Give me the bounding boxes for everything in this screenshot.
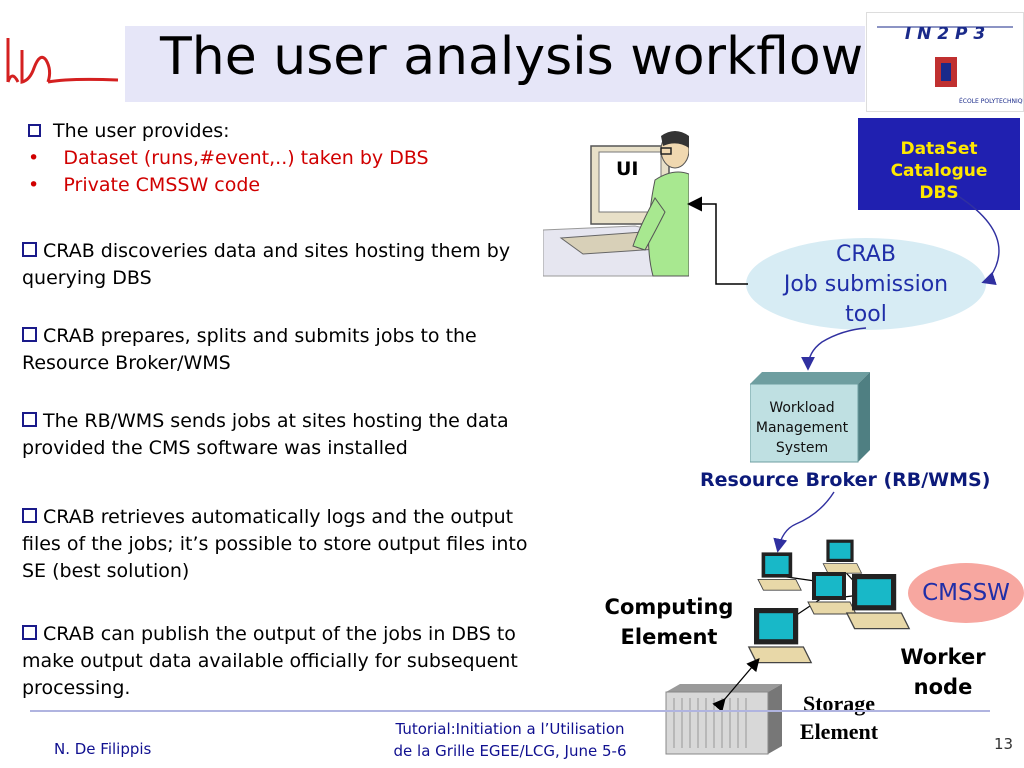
worker-nodes-icon <box>747 539 911 664</box>
arrow-crab-wms <box>801 327 867 371</box>
footer-event-line: de la Grille EGEE/LCG, June 5-6 <box>393 742 627 760</box>
crab-line: CRAB <box>836 242 896 267</box>
step-3: The RB/WMS sends jobs at sites hosting t… <box>22 408 552 462</box>
step-text: The RB/WMS sends jobs at sites hosting t… <box>22 410 509 459</box>
crab-line: Job submission <box>783 272 949 297</box>
square-bullet-icon <box>22 327 37 342</box>
svg-text:I N 2 P 3: I N 2 P 3 <box>905 24 985 44</box>
llr-logo <box>6 38 119 84</box>
ce-label: Computing Element <box>596 592 742 652</box>
wms-box <box>750 372 870 463</box>
user-computer-icon <box>543 128 689 278</box>
dbs-line: Catalogue <box>890 161 988 181</box>
cmssw-label: CMSSW <box>922 580 1010 606</box>
dbs-line: DBS <box>919 183 959 203</box>
square-bullet-icon <box>22 242 37 257</box>
wms-line: Workload <box>769 400 835 416</box>
square-bullet-icon <box>28 124 41 137</box>
provides-item-text: Private CMSSW code <box>63 174 261 196</box>
svg-text:ÉCOLE POLYTECHNIQUE: ÉCOLE POLYTECHNIQUE <box>959 97 1023 105</box>
provides-item-text: Dataset (runs,#event,..) taken by DBS <box>63 147 429 169</box>
wn-line: node <box>913 675 973 699</box>
wn-label: Worker node <box>888 642 998 702</box>
provides-header: The user provides: <box>28 118 548 145</box>
provides-item: • Dataset (runs,#event,..) taken by DBS <box>28 147 429 169</box>
step-1: CRAB discoveries data and sites hosting … <box>22 238 552 292</box>
cmssw-ellipse: CMSSW <box>908 563 1024 623</box>
crab-line: tool <box>845 302 887 327</box>
ce-line: Computing <box>604 595 734 619</box>
square-bullet-icon <box>22 625 37 640</box>
rb-label: Resource Broker (RB/WMS) <box>700 469 991 491</box>
arrow-ce-se <box>712 658 760 713</box>
ce-line: Element <box>620 625 718 649</box>
arrow-crab-ui <box>687 196 748 285</box>
step-5: CRAB can publish the output of the jobs … <box>22 621 562 702</box>
step-4: CRAB retrieves automatically logs and th… <box>22 504 547 585</box>
step-text: CRAB discoveries data and sites hosting … <box>22 240 511 289</box>
slide-title: The user analysis workflow <box>160 27 864 87</box>
page-number: 13 <box>994 735 1014 753</box>
square-bullet-icon <box>22 412 37 427</box>
step-text: CRAB can publish the output of the jobs … <box>22 623 518 699</box>
footer-event-line: Tutorial:Initiation a l’Utilisation <box>395 720 625 738</box>
footer-author: N. De Filippis <box>54 740 152 758</box>
wms-line: Management <box>755 420 849 436</box>
dbs-box: DataSet Catalogue DBS <box>858 118 1020 210</box>
provides-header-text: The user provides: <box>53 120 230 142</box>
wms-label: Workload Management System <box>744 398 860 458</box>
arrow-rb-ce <box>773 491 835 553</box>
arrow-dbs-crab <box>957 195 1000 286</box>
wms-line: System <box>775 440 829 456</box>
step-text: CRAB retrieves automatically logs and th… <box>22 506 528 582</box>
ui-label: UI <box>616 158 639 180</box>
square-bullet-icon <box>22 508 37 523</box>
crab-ellipse: CRAB Job submission tool <box>746 238 986 330</box>
se-line: Element <box>799 719 879 744</box>
provides-block: The user provides: • Dataset (runs,#even… <box>28 118 548 199</box>
wn-line: Worker <box>900 645 986 669</box>
provides-item: • Private CMSSW code <box>28 174 261 196</box>
title-bar <box>125 26 865 102</box>
step-text: CRAB prepares, splits and submits jobs t… <box>22 325 477 374</box>
footer-event: Tutorial:Initiation a l’Utilisation de l… <box>360 718 660 762</box>
footer-line <box>30 710 990 712</box>
dbs-line: DataSet <box>900 139 978 159</box>
step-2: CRAB prepares, splits and submits jobs t… <box>22 323 552 377</box>
